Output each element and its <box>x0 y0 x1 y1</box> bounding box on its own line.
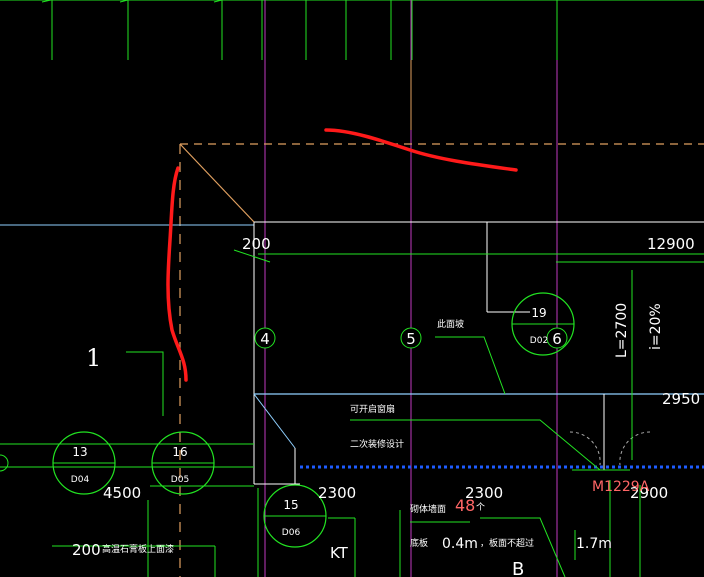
axis-bubble-4[interactable] <box>254 327 276 349</box>
axis-number-6: 6 <box>552 330 562 348</box>
axis-bubble-6[interactable] <box>546 327 568 349</box>
slope-length: L=2700 <box>614 303 630 358</box>
cn-label-3: 二次装修设计 <box>350 438 404 450</box>
axis-number-4: 4 <box>260 330 270 348</box>
cn-label-5: 高温石膏板上面漆 <box>102 543 174 555</box>
axis-number-5: 5 <box>406 330 416 348</box>
slope-ratio: i=20% <box>648 303 664 350</box>
bubble-top-13: 13 <box>72 445 87 459</box>
cn-label-7: ，板面不超过 <box>480 537 534 549</box>
roof-edge-dashed <box>179 143 704 577</box>
dim-2950: 2950 <box>662 390 700 408</box>
bubble-top-15: 15 <box>283 498 298 512</box>
dim-200-bottom: 200 <box>72 541 101 559</box>
cn-label-4: 砌体墙面 <box>410 503 446 515</box>
cn-label-2: 可开启窗扇 <box>350 403 395 415</box>
dim-2300-b: 2300 <box>465 484 503 502</box>
dim-4500: 4500 <box>103 484 141 502</box>
axis-label-B: B <box>512 559 524 577</box>
bubble-bottom-d06: D06 <box>282 528 301 538</box>
bubble-bottom-d04: D04 <box>71 475 90 485</box>
axis-label-1: 1 <box>86 344 101 372</box>
bubble-bottom-d05: D05 <box>171 475 189 485</box>
building-outline <box>0 221 704 485</box>
red-number: 48 <box>455 496 475 515</box>
num-04m: 0.4m <box>442 536 478 552</box>
dim-2900: 2900 <box>630 484 668 502</box>
kt-label: KT <box>330 544 349 562</box>
dim-200-top: 200 <box>242 235 271 253</box>
axis-bubble-5[interactable] <box>400 327 422 349</box>
detail-bubble-15-d06[interactable] <box>263 484 327 548</box>
detail-bubble-19-d02[interactable] <box>511 292 575 356</box>
top-dimension-ticks <box>0 0 704 60</box>
bubble-bottom-d02: D02 <box>530 336 548 346</box>
green-leaders <box>0 249 704 577</box>
dim-12900: 12900 <box>647 235 695 253</box>
cn-label-1: 此面坡 <box>437 318 464 330</box>
detail-bubble-13-d04[interactable] <box>52 431 116 495</box>
red-markup-vertical <box>166 166 188 382</box>
cn-label-6: 底板 <box>410 537 428 549</box>
dim-2300-a: 2300 <box>318 484 356 502</box>
red-markup-horizontal <box>324 128 518 172</box>
door-tag: M1229A <box>592 479 650 495</box>
bubble-top-16: 16 <box>172 445 187 459</box>
detail-bubble-16-d05[interactable] <box>151 431 215 495</box>
cn-label-8: 个 <box>476 502 485 513</box>
num-17m: 1.7m <box>576 536 612 552</box>
bubble-top-19: 19 <box>531 306 546 320</box>
